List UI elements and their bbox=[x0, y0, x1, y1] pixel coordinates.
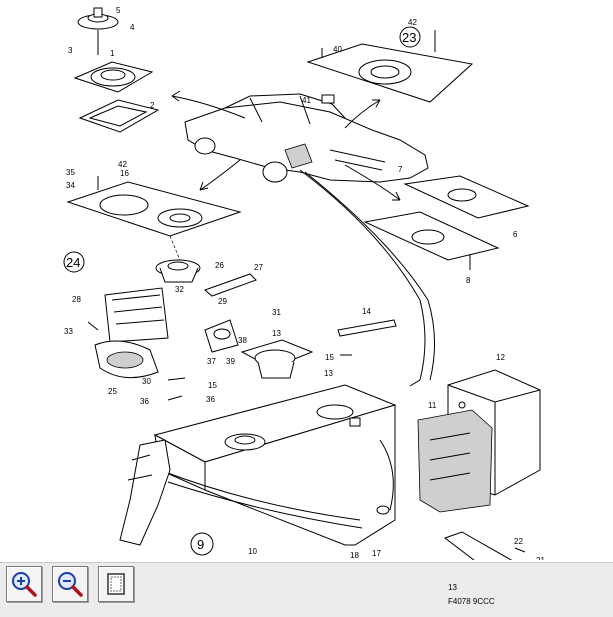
callout-39: 39 bbox=[226, 357, 235, 366]
car-outline bbox=[184, 93, 429, 183]
fit-page-button[interactable] bbox=[98, 566, 134, 602]
speaker-enclosure bbox=[119, 384, 397, 546]
amplifier-unit bbox=[417, 369, 541, 513]
callout-1: 1 bbox=[110, 49, 115, 58]
left-shelf-panel bbox=[66, 176, 242, 261]
callout-38: 38 bbox=[238, 336, 247, 345]
callout-37: 37 bbox=[207, 357, 216, 366]
callout-22: 22 bbox=[514, 537, 523, 546]
zoom-in-button[interactable] bbox=[6, 566, 42, 602]
right-speaker-panels bbox=[363, 175, 530, 270]
fit-page-icon bbox=[107, 573, 125, 595]
callout-13-box: 13 bbox=[324, 369, 333, 378]
zoom-in-icon bbox=[12, 572, 37, 597]
callout-28: 28 bbox=[72, 295, 81, 304]
callout-15: 15 bbox=[325, 353, 334, 362]
rear-shelf-panel bbox=[306, 30, 474, 104]
callout-16: 16 bbox=[120, 169, 129, 178]
speaker-assembly-front bbox=[73, 7, 160, 133]
zoom-out-button[interactable] bbox=[52, 566, 88, 602]
figure-code: F4078 9CCC bbox=[448, 597, 495, 606]
callout-9-circle bbox=[190, 532, 214, 556]
callout-13-bracket: 13 bbox=[448, 583, 457, 592]
callout-5: 5 bbox=[116, 6, 121, 15]
callout-15-lower: 15 bbox=[208, 381, 217, 390]
callout-34: 34 bbox=[66, 181, 75, 190]
callout-2: 2 bbox=[150, 101, 155, 110]
callout-21: 21 bbox=[536, 556, 545, 560]
callout-9: 9 bbox=[197, 537, 204, 552]
callout-12: 12 bbox=[496, 353, 505, 362]
callout-24: 24 bbox=[66, 255, 80, 270]
zoom-toolbar: F4078 9CCC 13 bbox=[0, 562, 613, 617]
callout-7: 7 bbox=[398, 165, 403, 174]
callout-6: 6 bbox=[513, 230, 518, 239]
callout-36: 36 bbox=[206, 395, 215, 404]
callout-40: 40 bbox=[333, 45, 342, 54]
callout-17: 17 bbox=[372, 549, 381, 558]
callout-42: 42 bbox=[118, 160, 127, 169]
callout-41: 41 bbox=[302, 96, 311, 105]
callout-42-top: 42 bbox=[408, 18, 417, 27]
parts-diagram: 5 4 3 1 2 42 40 41 23 7 bbox=[63, 6, 545, 560]
callout-30: 30 bbox=[142, 377, 151, 386]
callout-36-left: 36 bbox=[140, 397, 149, 406]
callout-26: 26 bbox=[215, 261, 224, 270]
callout-14: 14 bbox=[362, 307, 371, 316]
callout-13-mid: 13 bbox=[272, 329, 281, 338]
callout-25: 25 bbox=[108, 387, 117, 396]
callout-35: 35 bbox=[66, 168, 75, 177]
callout-27: 27 bbox=[254, 263, 263, 272]
zoom-out-icon bbox=[58, 572, 83, 597]
callout-11: 11 bbox=[428, 401, 437, 410]
callout-23: 23 bbox=[402, 30, 416, 45]
callout-4: 4 bbox=[130, 23, 135, 32]
callout-29: 29 bbox=[218, 297, 227, 306]
callout-23-circle bbox=[399, 26, 421, 48]
mounting-bracket bbox=[443, 531, 526, 560]
mid-speaker bbox=[240, 319, 397, 379]
callout-18: 18 bbox=[350, 551, 359, 560]
callout-32: 32 bbox=[175, 285, 184, 294]
callout-3: 3 bbox=[68, 46, 73, 55]
callout-8: 8 bbox=[466, 276, 471, 285]
callout-10: 10 bbox=[248, 547, 257, 556]
callout-31: 31 bbox=[272, 308, 281, 317]
speaker-components-left bbox=[87, 259, 257, 401]
callout-33: 33 bbox=[64, 327, 73, 336]
callout-24-circle bbox=[63, 251, 85, 273]
